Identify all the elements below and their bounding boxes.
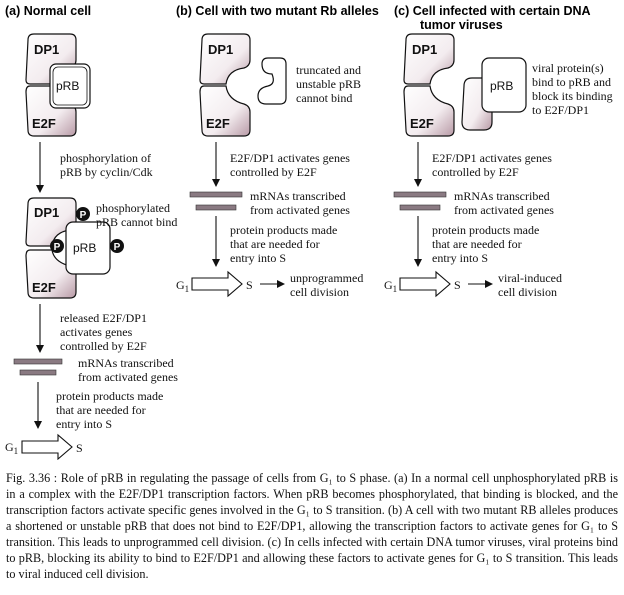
dp1-label: DP1 <box>412 42 437 57</box>
protein-text-2: that are needed for <box>230 237 320 251</box>
mrna-text-1: mRNAs transcribed <box>454 189 550 203</box>
phos-text-2: pRB by cyclin/Cdk <box>60 165 153 179</box>
viral-text-1: viral protein(s) <box>532 61 604 75</box>
pnote-text-2: pRB cannot bind <box>96 215 177 229</box>
complex-a2: DP1 pRB E2F P P P <box>25 197 124 299</box>
viral-text-2: bind to pRB and <box>532 75 611 89</box>
mrna-text-1: mRNAs transcribed <box>250 189 346 203</box>
transition-arrow-icon <box>191 270 243 298</box>
truncated-prb-icon <box>257 57 287 105</box>
e2f-protein <box>199 85 251 137</box>
trunc-text-2: unstable pRB <box>296 77 361 91</box>
phos-text-1: phosphorylation of <box>60 151 151 165</box>
outcome-text-2: cell division <box>290 285 349 299</box>
act-text-1: E2F/DP1 activates genes <box>432 151 552 165</box>
mrna-text-1: mRNAs transcribed <box>78 356 174 370</box>
dp1-label: DP1 <box>208 42 233 57</box>
e2f-protein <box>403 85 455 137</box>
prb-protein-outline <box>52 66 88 106</box>
protein-text-1: protein products made <box>432 223 539 237</box>
phosphate-icon <box>76 207 90 221</box>
phosphate-label: P <box>80 210 87 221</box>
act-text-2: controlled by E2F <box>432 165 519 179</box>
prb-protein <box>65 221 111 275</box>
panel-b-title: (b) Cell with two mutant Rb alleles <box>176 4 379 18</box>
g1-label: G1 <box>5 440 18 456</box>
s-label: S <box>454 278 461 292</box>
dp1-label: DP1 <box>34 42 59 57</box>
trunc-text-3: cannot bind <box>296 91 352 105</box>
g1-label: G1 <box>176 278 189 294</box>
protein-text-2: that are needed for <box>56 403 146 417</box>
dp1-label: DP1 <box>34 205 59 220</box>
released-text-2: activates genes <box>60 325 133 339</box>
mrna-bar <box>399 204 441 211</box>
transition-arrow-icon <box>399 270 451 298</box>
prb-protein <box>49 63 91 109</box>
complex-a1: DP1 pRB E2F <box>25 33 91 137</box>
phosphate-icon <box>110 239 124 253</box>
dp1-protein <box>403 33 455 85</box>
mrna-bar <box>13 358 63 365</box>
phosphate-label: P <box>54 242 61 253</box>
mrna-text-2: from activated genes <box>454 203 554 217</box>
e2f-label: E2F <box>410 116 434 131</box>
released-text-3: controlled by E2F <box>60 339 147 353</box>
panel-c-title-1: (c) Cell infected with certain DNA <box>394 4 591 18</box>
mrna-bar <box>19 369 57 376</box>
protein-text-1: protein products made <box>56 389 163 403</box>
viral-text-3: block its binding <box>532 89 613 103</box>
prb-diagram: (a) Normal cell DP1 pRB E2F phosphorylat… <box>5 4 613 460</box>
protein-text-2: that are needed for <box>432 237 522 251</box>
panel-a-title: (a) Normal cell <box>5 4 91 18</box>
s-label: S <box>76 441 83 455</box>
mrna-bar <box>393 191 447 198</box>
protein-text-1: protein products made <box>230 223 337 237</box>
panel-a: (a) Normal cell DP1 pRB E2F phosphorylat… <box>5 4 178 460</box>
panel-c: (c) Cell infected with certain DNA tumor… <box>384 4 613 299</box>
act-text-1: E2F/DP1 activates genes <box>230 151 350 165</box>
released-text-1: released E2F/DP1 <box>60 311 147 325</box>
prb-protein <box>481 57 527 113</box>
act-text-2: controlled by E2F <box>230 165 317 179</box>
e2f-label: E2F <box>32 116 56 131</box>
phosphate-icon <box>50 239 64 253</box>
transition-arrow-icon <box>21 433 73 460</box>
dp1-protein <box>199 33 251 85</box>
g1-label: G1 <box>384 278 397 294</box>
trunc-text-1: truncated and <box>296 63 361 77</box>
mrna-bar <box>189 191 243 198</box>
pnote-text-1: phosphorylated <box>96 201 170 215</box>
outcome-text-1: unprogrammed <box>290 271 363 285</box>
phosphate-label: P <box>114 242 121 253</box>
prb-label: pRB <box>73 241 96 255</box>
viral-text-4: to E2F/DP1 <box>532 103 589 117</box>
outcome-text-1: viral-induced <box>498 271 562 285</box>
e2f-label: E2F <box>32 280 56 295</box>
e2f-label: E2F <box>206 116 230 131</box>
mrna-text-2: from activated genes <box>250 203 350 217</box>
protein-text-3: entry into S <box>56 417 112 431</box>
s-label: S <box>246 278 253 292</box>
mrna-bar <box>195 204 237 211</box>
mrna-text-2: from activated genes <box>78 370 178 384</box>
protein-text-3: entry into S <box>230 251 286 265</box>
prb-label: pRB <box>490 79 513 93</box>
protein-text-3: entry into S <box>432 251 488 265</box>
prb-label: pRB <box>56 79 79 93</box>
panel-c-title-2: tumor viruses <box>420 18 503 32</box>
figure-caption: Fig. 3.36 : Role of pRB in regulating th… <box>6 471 618 581</box>
panel-b: (b) Cell with two mutant Rb alleles DP1 … <box>176 4 379 299</box>
outcome-text-2: cell division <box>498 285 557 299</box>
